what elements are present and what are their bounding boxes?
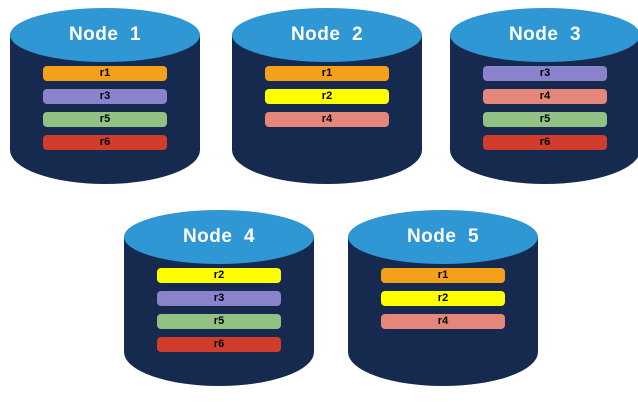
node-label: Node 4	[182, 226, 256, 247]
replica-bar[interactable]: r5	[157, 314, 281, 329]
replica-bar[interactable]: r3	[43, 89, 167, 104]
database-node-2[interactable]: Node 2 r1 r2 r4	[232, 8, 422, 194]
replica-bar[interactable]: r3	[483, 66, 607, 81]
cylinder-top-ellipse	[450, 8, 638, 62]
replica-bar[interactable]: r6	[483, 135, 607, 150]
node-label: Node 1	[68, 24, 142, 45]
replica-bar[interactable]: r2	[381, 291, 505, 306]
node-label: Node 2	[290, 24, 364, 45]
replica-list: r3 r4 r5 r6	[450, 66, 638, 158]
replica-list: r1 r3 r5 r6	[10, 66, 200, 158]
node-label: Node 5	[406, 226, 480, 247]
replica-bar[interactable]: r5	[43, 112, 167, 127]
replica-bar[interactable]: r4	[381, 314, 505, 329]
database-node-3[interactable]: Node 3 r3 r4 r5 r6	[450, 8, 638, 194]
replica-bar[interactable]: r4	[483, 89, 607, 104]
replica-list: r2 r3 r5 r6	[124, 268, 314, 360]
replica-bar[interactable]: r6	[157, 337, 281, 352]
replica-bar[interactable]: r1	[265, 66, 389, 81]
cylinder-top-ellipse	[124, 210, 314, 264]
replica-bar[interactable]: r6	[43, 135, 167, 150]
cylinder-top-ellipse	[10, 8, 200, 62]
replica-bar[interactable]: r1	[43, 66, 167, 81]
database-node-4[interactable]: Node 4 r2 r3 r5 r6	[124, 210, 314, 396]
replica-bar[interactable]: r4	[265, 112, 389, 127]
cylinder-top-ellipse	[232, 8, 422, 62]
replica-bar[interactable]: r5	[483, 112, 607, 127]
cylinder-top-ellipse	[348, 210, 538, 264]
node-label: Node 3	[508, 24, 582, 45]
replica-list: r1 r2 r4	[348, 268, 538, 337]
database-node-1[interactable]: Node 1 r1 r3 r5 r6	[10, 8, 200, 194]
replica-bar[interactable]: r3	[157, 291, 281, 306]
replica-list: r1 r2 r4	[232, 66, 422, 135]
replica-bar[interactable]: r2	[265, 89, 389, 104]
replica-bar[interactable]: r1	[381, 268, 505, 283]
database-node-5[interactable]: Node 5 r1 r2 r4	[348, 210, 538, 396]
replica-bar[interactable]: r2	[157, 268, 281, 283]
